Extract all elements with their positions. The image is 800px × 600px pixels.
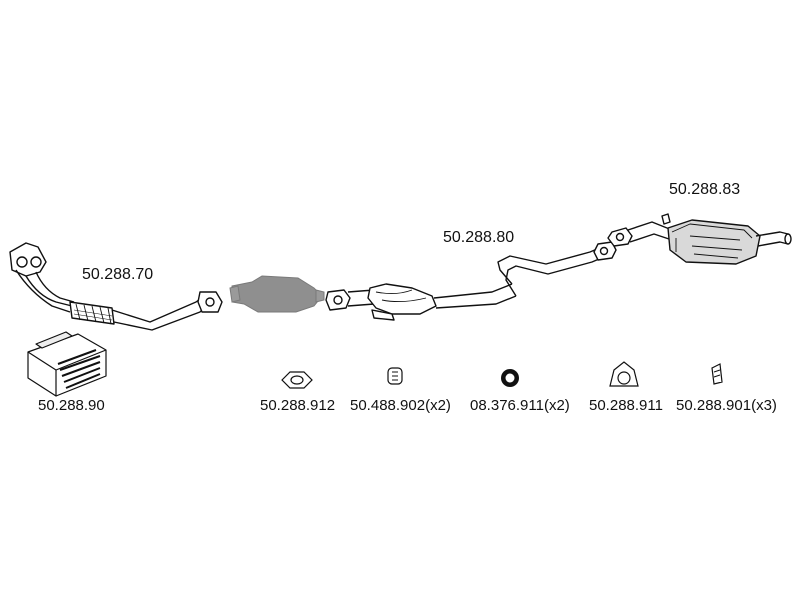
middle-silencer-part-number: 50.288.80 — [443, 229, 515, 246]
sealing-ring-part-number: 08.376.911(x2) — [470, 397, 570, 414]
front-pipe-part-number: 50.288.70 — [82, 266, 154, 283]
rear-silencer-part-number: 50.288.83 — [669, 181, 741, 198]
gasket-part-number: 50.288.912 — [260, 397, 336, 414]
gasket-drawing — [281, 371, 313, 389]
rubber-mount-a-drawing — [387, 367, 403, 385]
middle-silencer-drawing — [325, 241, 617, 321]
rubber-mount-a-part-number: 50.488.902(x2) — [350, 397, 451, 414]
flange-gasket-drawing — [609, 361, 639, 387]
sealing-ring-drawing — [501, 369, 519, 387]
rear-silencer-drawing — [607, 213, 792, 265]
rubber-mount-b-part-number: 50.288.901(x3) — [676, 397, 777, 414]
mounting-kit-part-number: 50.288.90 — [38, 397, 105, 414]
rubber-mount-b-drawing — [711, 363, 723, 385]
front-pipe-drawing — [9, 242, 223, 331]
flange-gasket-part-number: 50.288.911 — [589, 397, 663, 414]
catalyst-drawing — [229, 275, 325, 313]
mounting-kit-box-drawing — [27, 331, 107, 397]
